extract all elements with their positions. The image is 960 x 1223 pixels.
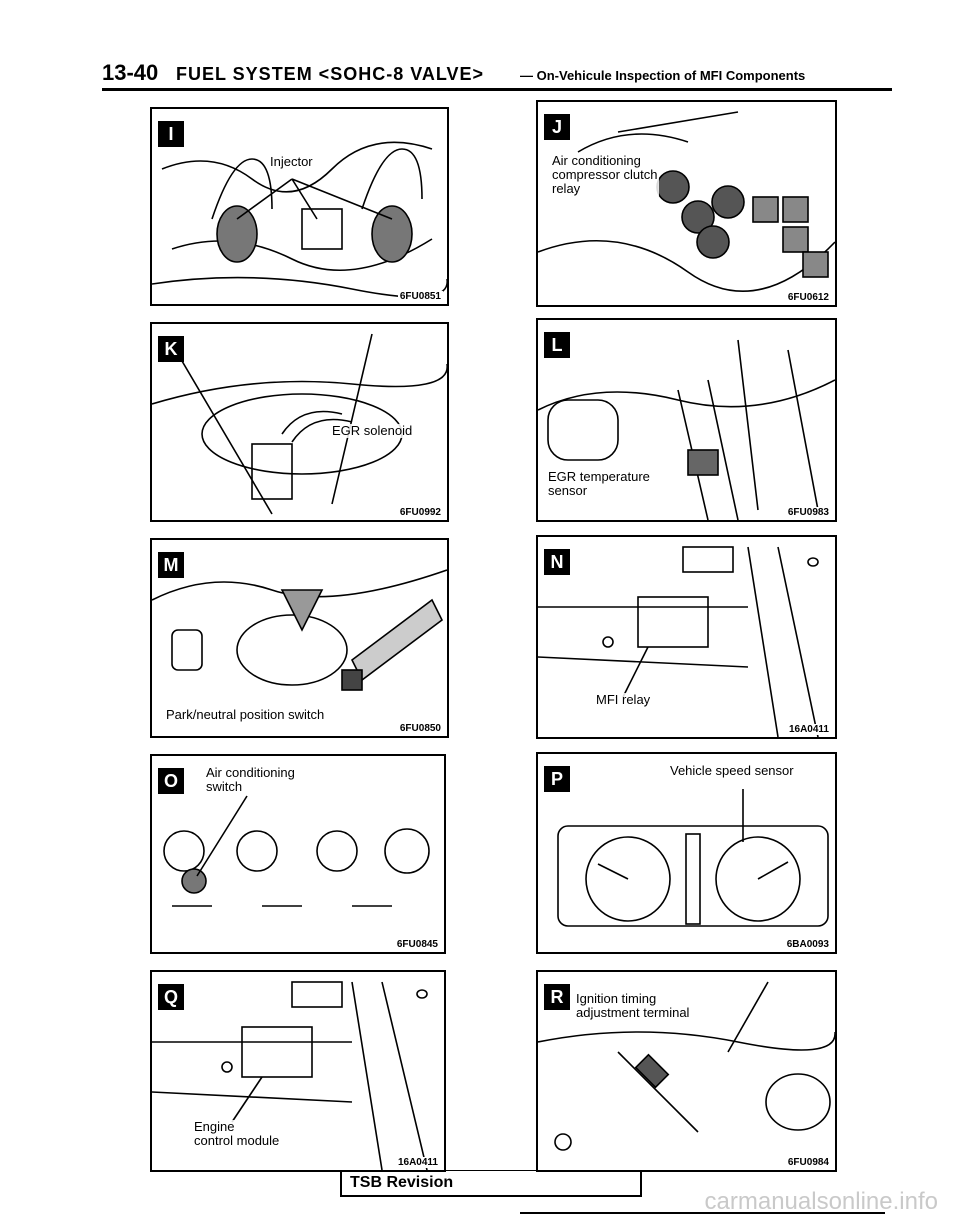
panel-q-engine-control-module: Q Engine control module 16A0411 xyxy=(150,970,446,1172)
tsb-revision-label: TSB Revision xyxy=(350,1174,454,1191)
figure-code: 16A0411 xyxy=(395,1157,440,1168)
figure-code: 6FU0850 xyxy=(397,723,443,734)
page-number: 13-40 xyxy=(102,60,159,85)
figure-code: 6FU0612 xyxy=(785,292,831,303)
park-neutral-switch-illustration xyxy=(152,569,447,691)
ac-relay-illustration xyxy=(538,111,835,292)
callout-label: EGR solenoid xyxy=(330,423,415,438)
callout-label: Ignition timing adjustment terminal xyxy=(574,991,692,1020)
injector-illustration xyxy=(152,141,447,298)
panel-badge: K xyxy=(158,336,184,362)
callout-label: Park/neutral position switch xyxy=(164,707,327,722)
ac-switch-illustration xyxy=(163,795,430,907)
figure-code: 6FU0845 xyxy=(394,939,440,950)
panel-l-egr-temp-sensor: L EGR temperature sensor 6FU0983 xyxy=(536,318,837,522)
callout-label: Vehicle speed sensor xyxy=(668,763,796,778)
figure-code: 6FU0984 xyxy=(785,1157,831,1168)
callout-label: Air conditioning switch xyxy=(204,765,297,794)
callout-label: Engine control module xyxy=(192,1119,282,1148)
panel-badge: Q xyxy=(158,984,184,1010)
egr-temp-sensor-illustration xyxy=(538,339,835,520)
engine-control-module-illustration xyxy=(152,981,428,1170)
panel-badge: I xyxy=(158,121,184,147)
panel-badge: M xyxy=(158,552,184,578)
section-subtitle: — On-Vehicule Inspection of MFI Componen… xyxy=(520,68,806,83)
page-header: 13-40 FUEL SYSTEM <SOHC-8 VALVE> — On-Ve… xyxy=(102,58,892,91)
figure-code: 6FU0992 xyxy=(397,507,443,518)
panel-badge: J xyxy=(544,114,570,140)
panel-badge: P xyxy=(544,766,570,792)
callout-label: EGR temperature sensor xyxy=(546,469,652,498)
figure-code: 16A0411 xyxy=(786,724,831,735)
panel-o-ac-switch: O Air conditioning switch 6FU0845 xyxy=(150,754,446,954)
panel-badge: L xyxy=(544,332,570,358)
panel-badge: N xyxy=(544,549,570,575)
figure-code: 6BA0093 xyxy=(784,939,831,950)
footer-rule xyxy=(520,1212,885,1214)
panel-j-ac-relay: J Air conditioning compressor clutch rel… xyxy=(536,100,837,307)
tsb-revision-box: TSB Revision xyxy=(340,1170,642,1197)
callout-label: Air conditioning compressor clutch relay xyxy=(550,153,660,196)
figure-code: 6FU0851 xyxy=(397,291,443,302)
mfi-relay-illustration xyxy=(538,546,819,737)
panel-badge: R xyxy=(544,984,570,1010)
panel-n-mfi-relay: N MFI relay 16A0411 xyxy=(536,535,837,739)
ignition-timing-terminal-illustration xyxy=(538,981,835,1151)
panel-k-egr-solenoid: K EGR solenoid 6FU0992 xyxy=(150,322,449,522)
panel-r-ignition-timing-terminal: R Ignition timing adjustment terminal 6F… xyxy=(536,970,837,1172)
section-title: FUEL SYSTEM <SOHC-8 VALVE> xyxy=(176,64,485,84)
panel-p-vehicle-speed-sensor: P Vehicle speed sensor 6BA0093 xyxy=(536,752,837,954)
egr-solenoid-illustration xyxy=(152,333,447,515)
speedometer-cluster-illustration xyxy=(557,789,829,927)
callout-label: MFI relay xyxy=(594,692,653,707)
panel-i-injector: I Injector 6FU0851 xyxy=(150,107,449,306)
watermark: carmanualsonline.info xyxy=(704,1188,938,1215)
panel-m-park-neutral-switch: M Park/neutral position switch 6FU0850 xyxy=(150,538,449,738)
panel-badge: O xyxy=(158,768,184,794)
figure-code: 6FU0983 xyxy=(785,507,831,518)
callout-label: Injector xyxy=(268,154,315,169)
